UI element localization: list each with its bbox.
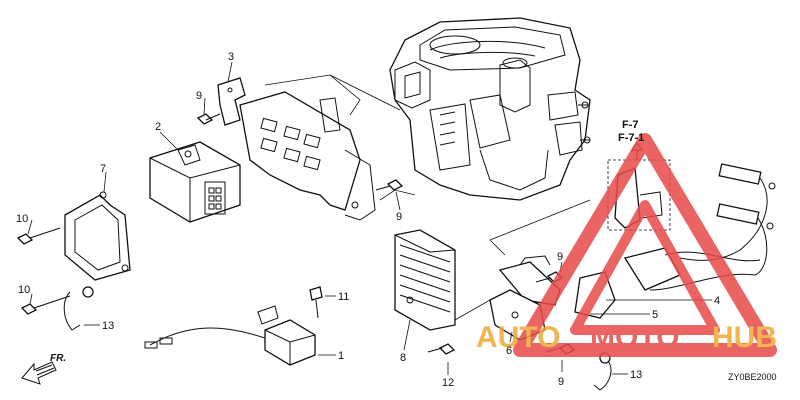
part-label-1: 1 [338, 350, 344, 362]
part-label-10a: 10 [16, 213, 28, 225]
watermark-triangle-inner [570, 200, 720, 335]
bolt-11 [309, 286, 323, 319]
part-3-bracket [217, 77, 246, 126]
watermark-hub: HUB [712, 321, 777, 354]
clip-13a [63, 286, 94, 331]
part-label-4: 4 [714, 295, 720, 307]
front-direction-indicator: FR. [21, 353, 66, 385]
part-label-10b: 10 [18, 284, 30, 296]
part-label-9a: 9 [196, 90, 202, 102]
bolt-10a [16, 227, 61, 245]
part-7-cover-plate [64, 191, 131, 281]
watermark-triangle-outer [513, 133, 777, 357]
part-2-ignition-module [149, 141, 241, 223]
part-1-coil [144, 305, 316, 366]
part-label-11: 11 [338, 291, 349, 303]
front-label: FR. [50, 353, 66, 364]
diagram-code: ZY0BE2000 [728, 372, 777, 382]
reference-f7-1: F-7-1 [618, 132, 644, 144]
bolt-9b [375, 179, 404, 191]
clip-13b [593, 352, 612, 391]
part-8-rectifier [394, 229, 456, 331]
mounting-bracket-plate [239, 91, 376, 221]
part-label-9b: 9 [396, 211, 402, 223]
part-label-3: 3 [228, 51, 234, 63]
watermark-moto: MOTO [590, 321, 679, 354]
engine-block [389, 17, 591, 201]
bolt-10b [20, 295, 71, 315]
part-label-6: 6 [506, 345, 512, 357]
watermark-auto: AUTO [476, 321, 560, 354]
front-arrow-icon [21, 361, 57, 385]
part-label-12: 12 [442, 377, 454, 389]
part-label-7: 7 [100, 163, 106, 175]
bolt-9a [196, 113, 221, 125]
part-label-5: 5 [652, 309, 658, 321]
bolt-12 [427, 343, 456, 355]
part-label-8: 8 [400, 352, 406, 364]
part-label-13b: 13 [630, 369, 642, 381]
spark-plug-wires [679, 163, 776, 276]
part-label-2: 2 [155, 121, 161, 133]
watermark: AUTO MOTO HUB [476, 133, 777, 357]
part-label-9d: 9 [558, 376, 564, 388]
part-label-13a: 13 [102, 320, 114, 332]
reference-f7: F-7 [622, 119, 639, 131]
part-label-9c: 9 [557, 251, 563, 263]
